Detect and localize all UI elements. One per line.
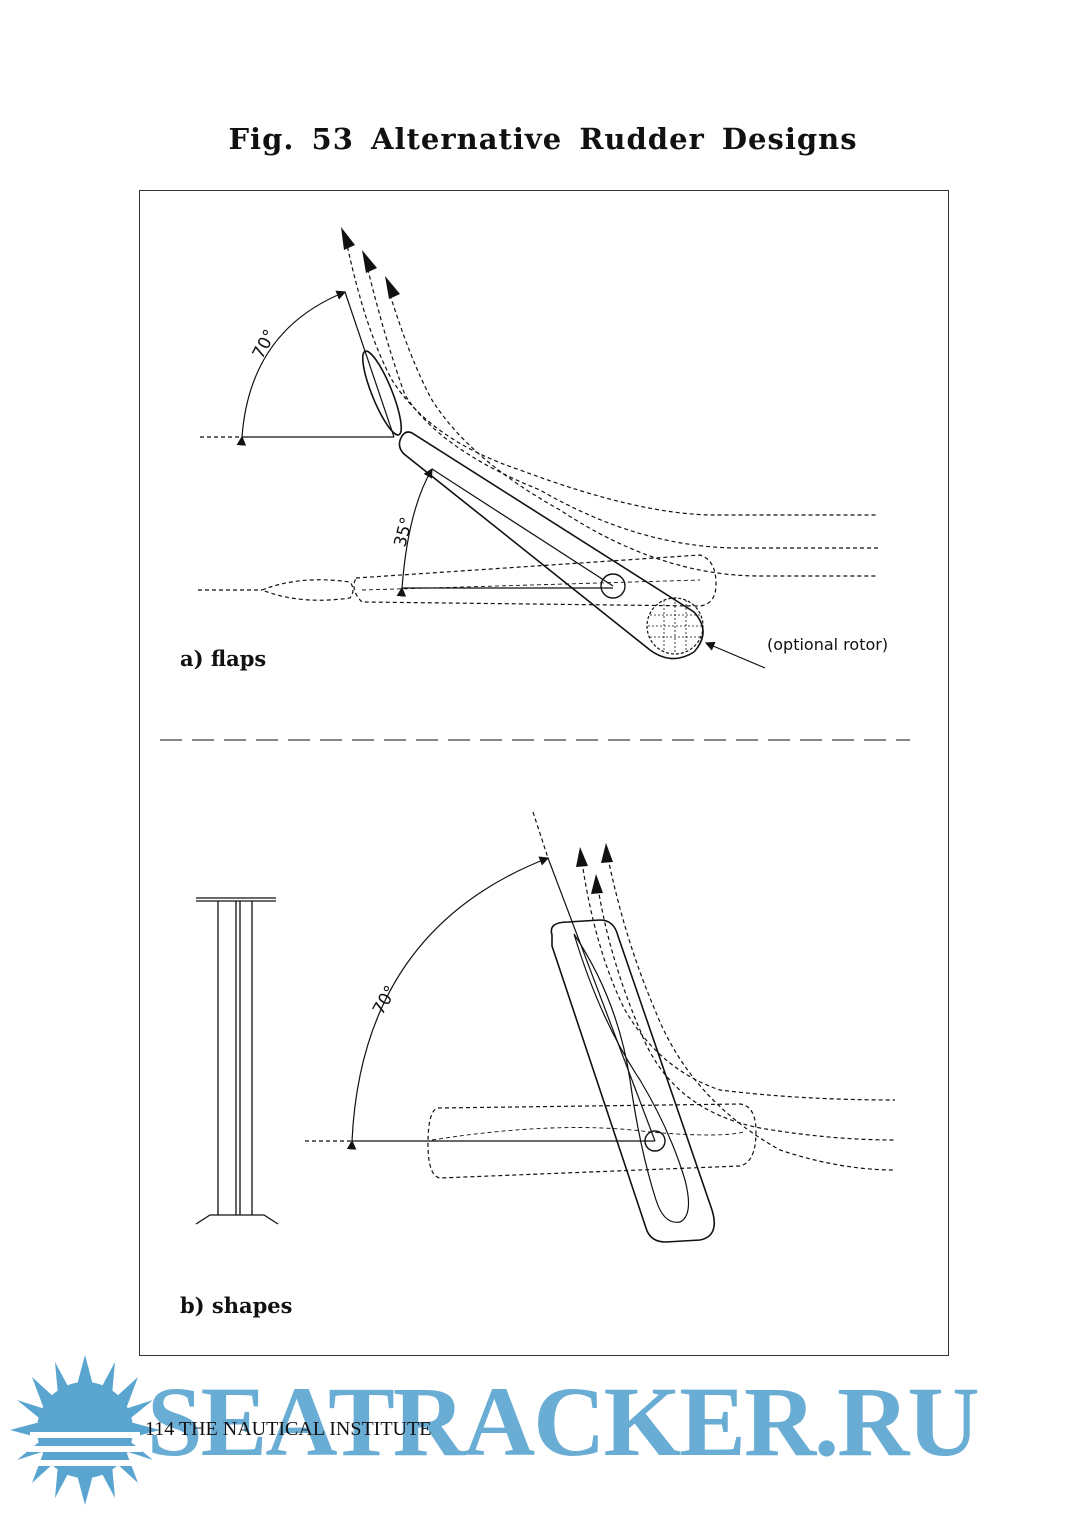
page-footer: 114 THE NAUTICAL INSTITUTE <box>145 1418 432 1440</box>
flow-line-2 <box>365 261 878 549</box>
flow-line-3 <box>387 287 878 577</box>
watermark-text: SEATRACKER.RU <box>147 1366 980 1477</box>
rudder-angle-arc <box>396 467 433 597</box>
shape-angle-arc <box>346 856 550 1150</box>
neutral-flap-outline <box>260 579 354 601</box>
flap-chord-line <box>344 291 395 438</box>
flap-angle-arc <box>236 290 347 446</box>
figure-title: Fig. 53 Alternative Rudder Designs <box>228 122 858 156</box>
neutral-rudder-outline <box>353 554 717 607</box>
rudder-chord-line <box>431 468 614 587</box>
flap-angle-label: 70° <box>249 326 281 362</box>
main-rudder-shape <box>398 431 704 660</box>
panel-a-drawing <box>160 227 910 741</box>
rudder-stock <box>600 573 626 599</box>
shape-rudder-outline <box>550 919 716 1243</box>
shape-flow-line-3 <box>607 857 896 1171</box>
panel-b-label: b) shapes <box>180 1293 293 1318</box>
shape-flow-arrowhead-3 <box>601 843 613 863</box>
flap-shape <box>361 350 403 436</box>
panel-b-drawing <box>195 811 896 1243</box>
shape-angle-label: 70° <box>369 982 401 1018</box>
shape-rudder-inner <box>573 933 690 1223</box>
rudder-side-elevation <box>195 897 279 1225</box>
shape-chord-extension <box>532 811 549 859</box>
flow-line-1 <box>345 239 878 516</box>
neutral-shape-outline <box>427 1103 757 1179</box>
shape-flow-arrowhead-1 <box>576 847 588 867</box>
flow-arrowhead-2 <box>362 250 377 273</box>
rotor-hatch <box>648 598 702 654</box>
rotor-leader-line <box>704 641 766 669</box>
shape-flow-arrowhead-2 <box>591 874 603 894</box>
flow-arrowhead-1 <box>341 227 355 250</box>
rotor-note: (optional rotor) <box>767 635 889 654</box>
flow-arrowhead-3 <box>385 276 400 299</box>
shape-rudder-stock <box>644 1130 666 1152</box>
sun-logo <box>10 1355 160 1505</box>
panel-a-label: a) flaps <box>180 646 267 671</box>
shape-flow-line-1 <box>581 861 896 1101</box>
shape-chord-line <box>547 857 656 1142</box>
shape-flow-line-2 <box>597 887 896 1141</box>
rudder-angle-label: 35° <box>391 515 418 549</box>
figure-frame <box>139 190 949 1356</box>
